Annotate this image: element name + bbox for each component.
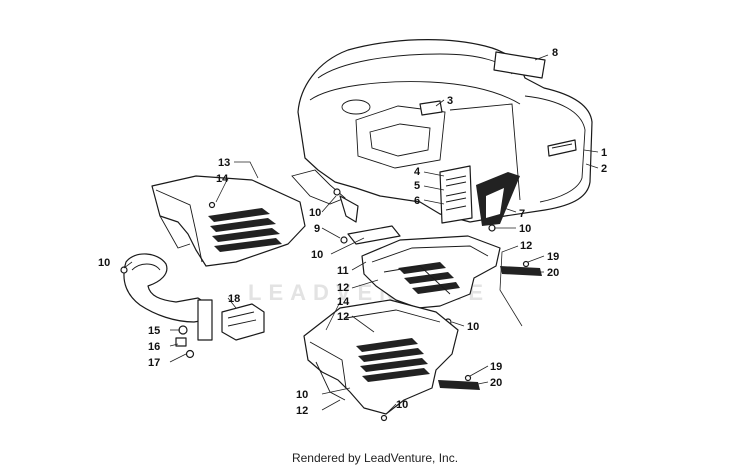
callout-19-upper: 19 — [547, 251, 559, 263]
callout-10-bottom: 10 — [396, 399, 408, 411]
callout-10-body: 10 — [519, 223, 531, 235]
callout-3: 3 — [447, 95, 453, 107]
decal-8 — [493, 51, 546, 79]
emblem — [547, 139, 577, 157]
callout-9: 9 — [314, 223, 320, 235]
callout-13: 13 — [218, 157, 230, 169]
callout-12-lower: 12 — [337, 311, 349, 323]
callout-10-mid-low: 10 — [311, 249, 323, 261]
callout-12-right: 12 — [520, 240, 532, 252]
step-strip-upper — [500, 260, 542, 276]
warning-labels — [439, 165, 473, 224]
right-footwell-upper — [361, 235, 501, 309]
decal-3 — [419, 100, 443, 116]
bracket-11 — [339, 195, 401, 245]
callout-16: 16 — [148, 341, 160, 353]
callout-labels: 8 3 1 2 4 5 6 7 10 13 14 10 9 10 10 11 1… — [98, 47, 607, 417]
callout-19-lower: 19 — [490, 361, 502, 373]
bracket-18 — [197, 299, 265, 341]
callout-8: 8 — [552, 47, 558, 59]
callout-12-upper: 12 — [337, 282, 349, 294]
callout-12-bottom: 12 — [296, 405, 308, 417]
side-decal-7 — [476, 172, 520, 226]
leader-lines — [123, 54, 599, 415]
callout-5: 5 — [414, 180, 420, 192]
callout-15: 15 — [148, 325, 160, 337]
callout-10-left: 10 — [98, 257, 110, 269]
callout-11: 11 — [337, 265, 349, 277]
callout-7: 7 — [519, 208, 525, 220]
footer-credit: Rendered by LeadVenture, Inc. — [291, 451, 459, 465]
callout-20-upper: 20 — [547, 267, 559, 279]
left-footwell — [151, 175, 306, 267]
callout-4: 4 — [414, 166, 421, 178]
callout-18: 18 — [228, 293, 240, 305]
step-strip-lower — [438, 374, 480, 390]
callout-10-bottom-left: 10 — [296, 389, 308, 401]
callout-10-lower-right: 10 — [467, 321, 479, 333]
callout-2: 2 — [601, 163, 607, 175]
callout-14-right: 14 — [337, 296, 350, 308]
left-mud-flap — [123, 253, 211, 323]
right-footwell-lower — [303, 299, 459, 415]
callout-20-lower: 20 — [490, 377, 502, 389]
callout-1: 1 — [601, 147, 607, 159]
callout-6: 6 — [414, 195, 420, 207]
callout-10-mid: 10 — [309, 207, 321, 219]
callout-17: 17 — [148, 357, 160, 369]
callout-14-left: 14 — [216, 173, 229, 185]
hardware-15-16-17 — [175, 325, 195, 359]
